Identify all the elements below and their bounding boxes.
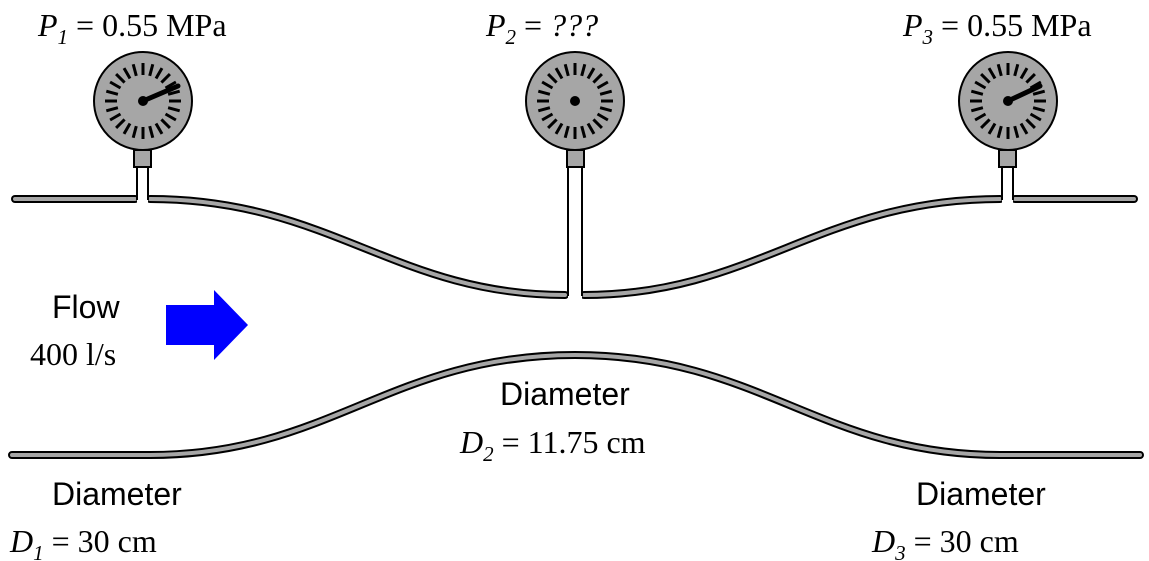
flow-label: Flow: [52, 289, 120, 325]
gauge-tick: [537, 89, 551, 96]
gauge-3-needle: [1005, 83, 1043, 104]
gauge-tick: [970, 106, 984, 113]
flow-arrow-icon: [166, 290, 248, 360]
gauge-tick: [599, 89, 613, 96]
gauge-tick: [541, 80, 554, 90]
gauge-tick: [160, 118, 171, 129]
pressure-gauge-2: [525, 51, 625, 168]
gauge-tick: [996, 63, 1003, 77]
pressure-tap-2: [567, 165, 583, 301]
gauge-tick: [131, 63, 138, 77]
gauge-tick: [122, 67, 132, 80]
gauge-tick: [1013, 125, 1020, 139]
gauge-tick: [586, 67, 596, 80]
gauge-tick: [980, 118, 991, 129]
gauge-tick: [980, 73, 991, 84]
gauge-2-label: P2 = ???: [485, 7, 598, 49]
gauge-tick: [1025, 118, 1036, 129]
gauge-tick: [1019, 67, 1029, 80]
diameter-2-label: Diameter: [500, 376, 630, 412]
gauge-tick: [580, 63, 587, 77]
gauge-tick: [974, 80, 987, 90]
gauge-tick: [105, 106, 119, 113]
gauge-tick: [131, 125, 138, 139]
gauge-tick: [554, 122, 564, 135]
gauge-tick: [547, 118, 558, 129]
gauge-tick: [160, 73, 171, 84]
pipe-bottom-wall: [8, 350, 1144, 459]
gauge-tick: [563, 63, 570, 77]
gauge-tick: [580, 125, 587, 139]
gauge-tick: [987, 67, 997, 80]
gauge-tick: [109, 112, 122, 122]
gauge-tick: [1013, 63, 1020, 77]
gauge-tick: [1032, 106, 1046, 113]
gauge-tick: [109, 80, 122, 90]
gauge-tick: [105, 89, 119, 96]
gauge-tick: [554, 67, 564, 80]
gauge-tick: [122, 122, 132, 135]
gauge-tick: [599, 106, 613, 113]
gauge-tick: [596, 80, 609, 90]
diameter-3-label: Diameter: [916, 476, 1046, 512]
gauge-tick: [596, 112, 609, 122]
gauge-tick: [563, 125, 570, 139]
gauge-tick: [154, 122, 164, 135]
gauge-tick: [996, 125, 1003, 139]
pressure-gauge-1: [93, 51, 193, 168]
gauge-tick: [547, 73, 558, 84]
gauge-tick: [167, 89, 181, 96]
diameter-2-value: D2 = 11.75 cm: [459, 424, 646, 466]
gauge-tick: [592, 118, 603, 129]
gauge-tick: [970, 89, 984, 96]
pressure-gauge-3: [958, 51, 1058, 168]
gauge-tick: [1032, 89, 1046, 96]
gauge-tick: [974, 112, 987, 122]
gauge-tick: [164, 80, 177, 90]
gauge-1-needle: [140, 83, 181, 104]
gauge-tick: [1019, 122, 1029, 135]
pressure-tap-1: [136, 165, 149, 205]
diameter-3-value: D3 = 30 cm: [871, 523, 1019, 561]
pressure-tap-3: [1001, 165, 1014, 205]
gauge-tick: [154, 67, 164, 80]
gauge-tick: [167, 106, 181, 113]
gauge-tick: [1029, 112, 1042, 122]
gauge-tick: [115, 118, 126, 129]
pipe-top-wall: [11, 195, 1138, 299]
diameter-1-value: D1 = 30 cm: [9, 523, 157, 561]
gauge-tick: [592, 73, 603, 84]
gauge-tick: [586, 122, 596, 135]
gauge-tick: [164, 112, 177, 122]
gauge-tick: [987, 122, 997, 135]
diameter-1-label: Diameter: [52, 476, 182, 512]
gauge-3-label: P3 = 0.55 MPa: [902, 7, 1092, 49]
gauge-1-label: P1 = 0.55 MPa: [37, 7, 227, 49]
gauge-tick: [537, 106, 551, 113]
gauge-tick: [541, 112, 554, 122]
gauge-tick: [148, 63, 155, 77]
gauge-tick: [148, 125, 155, 139]
gauge-tick: [1025, 73, 1036, 84]
flow-rate: 400 l/s: [30, 336, 116, 372]
gauge-tick: [115, 73, 126, 84]
